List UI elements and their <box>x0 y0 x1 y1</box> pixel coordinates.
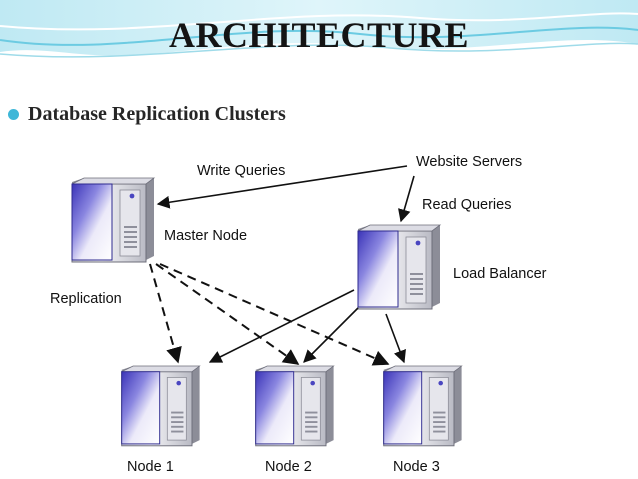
lb-arrow-node3 <box>385 313 406 364</box>
load-balancer-server-icon <box>357 224 441 310</box>
node2-server-icon <box>255 365 335 447</box>
lb-arrow-node2 <box>303 307 359 363</box>
read-queries-arrow <box>398 175 415 223</box>
node1-label: Node 1 <box>127 459 174 475</box>
write-queries-arrow <box>156 165 408 209</box>
read-queries-label: Read Queries <box>422 197 511 213</box>
slide-title: ARCHITECTURE <box>168 15 470 55</box>
replication-arrow-node3 <box>159 263 390 366</box>
bullet-text: Database Replication Clusters <box>28 102 286 125</box>
replication-arrow-node2 <box>155 263 300 365</box>
node3-server-icon <box>383 365 463 447</box>
bullet-item: Database Replication Clusters <box>8 100 286 128</box>
circle-bullet-icon <box>8 108 19 120</box>
load-balancer-label: Load Balancer <box>453 266 547 282</box>
write-queries-label: Write Queries <box>197 163 285 179</box>
lb-arrow-node1 <box>208 289 355 363</box>
replication-label: Replication <box>50 291 122 307</box>
replication-arrow-node1 <box>149 263 182 364</box>
node2-label: Node 2 <box>265 459 312 475</box>
header-wave-decoration <box>0 0 638 58</box>
website-servers-label: Website Servers <box>416 154 522 170</box>
node3-label: Node 3 <box>393 459 440 475</box>
master-node-server-icon <box>71 177 155 263</box>
master-node-label: Master Node <box>164 228 247 244</box>
node1-server-icon <box>121 365 201 447</box>
